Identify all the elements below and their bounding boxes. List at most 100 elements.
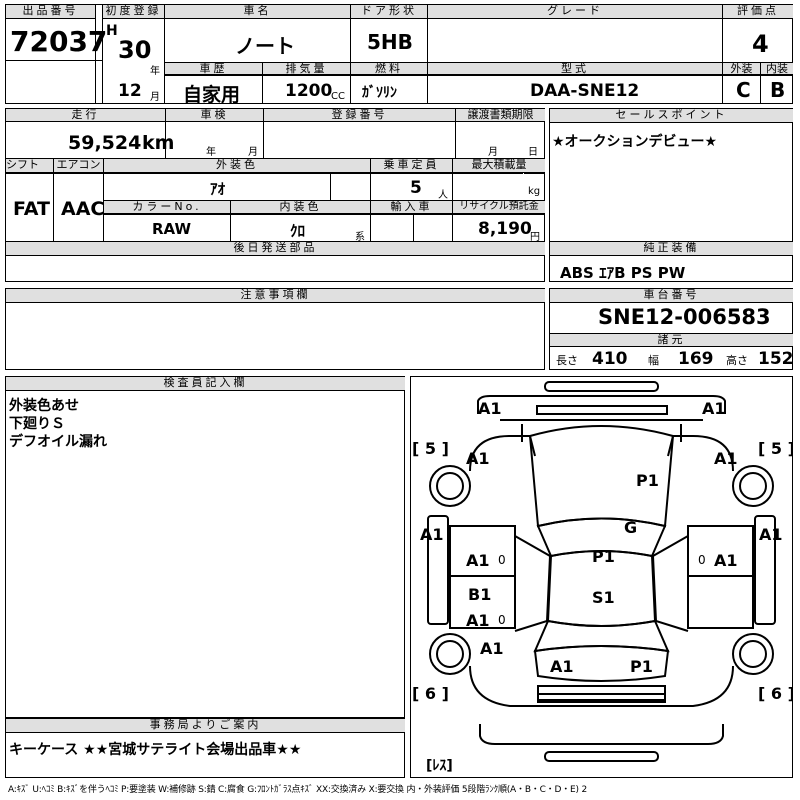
header-block [5, 4, 793, 104]
damage-mark: A1 [466, 551, 490, 570]
height: 152 [758, 349, 794, 369]
insp-month-unit: 月 [248, 147, 258, 158]
damage-mark: B1 [468, 585, 491, 604]
width-label: 幅 [648, 354, 659, 367]
damage-mark: 0 [498, 613, 506, 627]
car-diagram: [ 5 ] [ 5 ] [ 6 ] [ 6 ] [ﾚｽ] A1 A1 A1 A1… [412, 381, 793, 774]
damage-mark: A1 [466, 611, 490, 630]
interior-unit: 系 [355, 232, 365, 243]
damage-mark: S1 [592, 588, 615, 607]
equipment: ABS ｴｱB PS PW [560, 264, 686, 282]
office-text: キーケース ★★宮城サテライト会場出品車★★ [9, 742, 302, 758]
door: 5HB [367, 30, 413, 54]
color-label: 外装色 [104, 159, 370, 173]
later-parts-label: 後日発送部品 [6, 242, 545, 256]
history-label: 車歴 [165, 63, 262, 75]
mileage-label: 走行 [6, 109, 165, 122]
era: H [106, 23, 118, 39]
inspection-label: 車検 [166, 109, 263, 122]
month-unit: 月 [150, 92, 160, 103]
height-label: 高さ [726, 354, 748, 367]
transfer-day: 日 [528, 147, 538, 158]
int-grade: B [770, 78, 786, 102]
inspector-label: 検査員記入欄 [6, 377, 405, 391]
damage-mark: A1 [759, 525, 783, 544]
first-reg-label: 初度登録 [103, 5, 164, 19]
damage-mark: A1 [714, 551, 738, 570]
damage-mark: A1 [420, 525, 444, 544]
displacement: 1200 [285, 81, 333, 101]
ac-label: エアコン [54, 159, 103, 173]
damage-mark: A1 [478, 399, 502, 418]
model-label: 型式 [428, 63, 722, 75]
inspector-line: 下廻りＳ [9, 416, 65, 432]
load-label: 最大積載量 [453, 159, 545, 173]
bracket-5-left: [ 5 ] [412, 439, 449, 458]
car-name-label: 車名 [165, 5, 350, 19]
length-label: 長さ [556, 354, 578, 367]
sales-point-block [549, 108, 793, 282]
lot-no: 72037 [10, 25, 108, 58]
lot-no-label: 出品番号 [6, 5, 95, 19]
year-unit: 年 [150, 66, 160, 77]
mileage-unit: km [142, 132, 175, 154]
inspector-line: 外装色あせ [9, 398, 79, 414]
fuel-label: 燃料 [351, 63, 427, 75]
shift: FAT [13, 198, 50, 220]
insp-year-unit: 年 [206, 147, 216, 158]
shift-label: シフト [6, 159, 53, 173]
recycle: 8,190 [478, 219, 532, 239]
damage-mark-trunk-left: A1 [550, 657, 574, 676]
sales-point: ★オークションデビュー★ [552, 134, 718, 150]
sales-point-label: セールスポイント [550, 109, 793, 123]
inspector-line: デフオイル漏れ [9, 434, 107, 450]
color-no: RAW [152, 220, 192, 238]
car-name: ノート [235, 34, 295, 58]
history: 自家用 [183, 84, 241, 106]
displacement-unit: CC [331, 91, 345, 102]
width: 169 [678, 349, 714, 369]
capacity: 5 [410, 178, 422, 198]
capacity-unit: 人 [438, 190, 448, 201]
damage-mark: P1 [636, 471, 659, 490]
bracket-6-left: [ 6 ] [412, 684, 449, 703]
mileage: 59,524 [68, 132, 142, 154]
legend: A:ｷｽﾞ U:ﾍｺﾐ B:ｷｽﾞを伴うﾍｺﾐ P:要塗装 W:補修跡 S:錆 … [8, 785, 587, 795]
interior: ｸﾛ [290, 222, 306, 240]
damage-mark: 0 [698, 553, 706, 567]
equipment-label: 純正装備 [550, 242, 793, 256]
office-label: 事務局よりご案内 [6, 719, 405, 733]
grade-label: グレード [428, 5, 722, 19]
color: ｱｵ [210, 180, 226, 198]
displacement-label: 排気量 [263, 63, 350, 75]
reg-no-label: 登録番号 [264, 109, 455, 122]
chassis-label: 車台番号 [550, 289, 793, 303]
ext-label: 外装 [723, 63, 760, 75]
recycle-label: リサイクル預託金 [453, 201, 545, 214]
damage-mark: 0 [498, 553, 506, 567]
damage-mark: A1 [702, 399, 726, 418]
damage-mark: A1 [714, 449, 738, 468]
vehicle-info-block [5, 108, 545, 282]
bracket-6-right: [ 6 ] [758, 684, 793, 703]
interior-label: 内装色 [231, 201, 370, 214]
capacity-label: 乗車定員 [371, 159, 452, 173]
import-label: 輸入車 [371, 201, 452, 214]
inspector-block [5, 376, 405, 718]
score: 4 [752, 30, 769, 58]
car-diagram-block [410, 376, 793, 778]
bracket-less: [ﾚｽ] [426, 758, 453, 774]
damage-mark: A1 [466, 449, 490, 468]
ac: AAC [61, 198, 105, 220]
int-label: 内装 [761, 63, 793, 75]
damage-mark: A1 [480, 639, 504, 658]
transfer-month: 月 [488, 147, 498, 158]
notes-label: 注意事項欄 [6, 289, 545, 303]
length: 410 [592, 349, 628, 369]
color-no-label: カラーNo. [104, 201, 230, 214]
ext-grade: C [736, 78, 751, 102]
chassis-block [549, 288, 793, 370]
fuel: ｶﾞｿﾘﾝ [362, 85, 397, 101]
load-unit: kg [528, 186, 541, 197]
office-block [5, 718, 405, 778]
